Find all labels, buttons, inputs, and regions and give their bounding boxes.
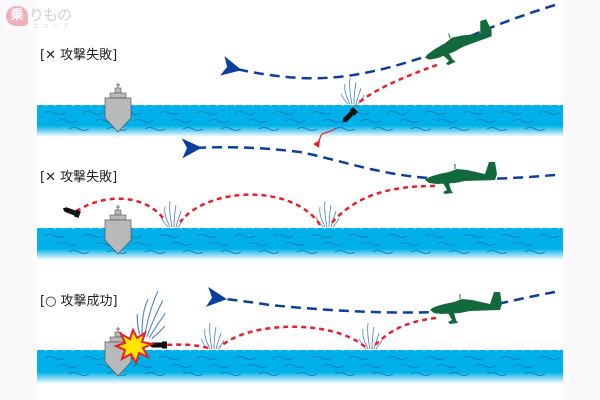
flight-path-2 xyxy=(181,138,556,181)
water-splash-3a xyxy=(200,322,225,350)
aircraft-1 xyxy=(418,18,499,72)
panel-1 xyxy=(36,3,569,148)
bomb-drop-path-1 xyxy=(355,63,438,106)
flight-path-1 xyxy=(220,3,556,80)
logo-subtext: ニュース xyxy=(33,23,73,30)
sea-ripples-3 xyxy=(44,356,560,376)
bomb-skip-path-3b xyxy=(371,316,437,349)
flight-path-3 xyxy=(205,286,556,314)
logo-badge: 乗 xyxy=(6,6,28,26)
logo-text: りもの xyxy=(29,6,72,24)
bomb-skip-path-2a xyxy=(74,197,164,219)
hit-splash-3 xyxy=(130,286,176,342)
site-logo: 乗 りもの ニュース xyxy=(4,4,74,30)
water-splash-2a xyxy=(160,200,185,228)
aircraft-2 xyxy=(424,161,498,195)
panel-2 xyxy=(36,138,569,260)
sinking-path-1 xyxy=(313,127,337,148)
panel-3 xyxy=(36,286,569,384)
panel-1-label: [✕ 攻撃失敗] xyxy=(40,48,118,63)
panel-3-label: [○ 攻撃成功] xyxy=(40,294,118,309)
bomb-2 xyxy=(61,205,81,218)
sea-ripples-2 xyxy=(44,234,560,254)
explosion-icon xyxy=(113,327,156,366)
illustration-panel xyxy=(37,0,563,400)
bomb-skip-path-2c xyxy=(329,184,436,226)
aircraft-3 xyxy=(429,291,503,325)
sea-ripples-1 xyxy=(44,111,560,131)
panel-2-label: [✕ 攻撃失敗] xyxy=(40,170,118,185)
bomb-skip-path-3a xyxy=(219,325,366,348)
bomb-run-path-3 xyxy=(159,343,209,350)
bomb-skip-path-2b xyxy=(179,193,322,226)
